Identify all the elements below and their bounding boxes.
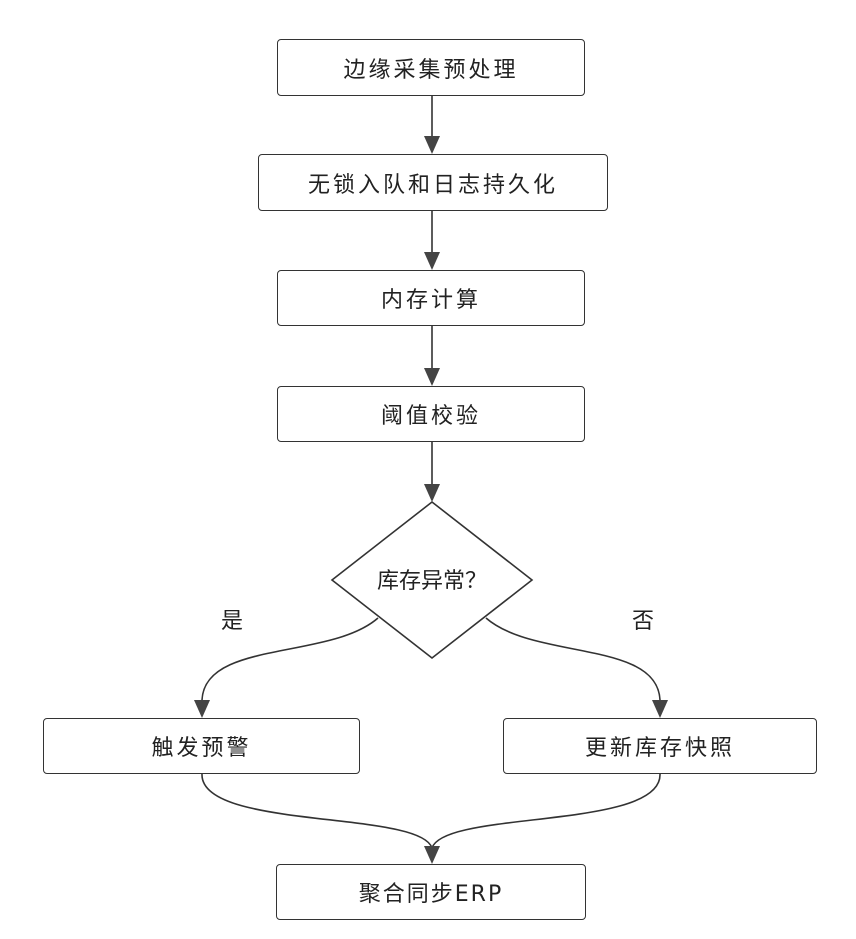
step-aggregate-sync-erp: 聚合同步ERP (276, 864, 586, 920)
step-trigger-alert: 触发预警 (43, 718, 360, 774)
step-edge-collect: 边缘采集预处理 (277, 39, 585, 96)
arrow-alert-to-final (202, 774, 432, 848)
arrow-head-1 (424, 136, 440, 154)
step-in-memory-compute: 内存计算 (277, 270, 585, 326)
arrow-snapshot-to-final (432, 774, 660, 848)
arrow-head-3 (424, 368, 440, 386)
arrow-head-4 (424, 484, 440, 502)
step-threshold-check: 阈值校验 (277, 386, 585, 442)
branch-no-label: 否 (632, 603, 654, 635)
arrow-head-no (652, 700, 668, 718)
step-update-snapshot: 更新库存快照 (503, 718, 817, 774)
step-lockfree-enqueue: 无锁入队和日志持久化 (258, 154, 608, 211)
arrow-head-2 (424, 252, 440, 270)
arrow-head-final (424, 846, 440, 864)
branch-yes-label: 是 (221, 603, 243, 635)
arrow-head-yes (194, 700, 210, 718)
decision-text: 库存异常？ (377, 569, 487, 594)
